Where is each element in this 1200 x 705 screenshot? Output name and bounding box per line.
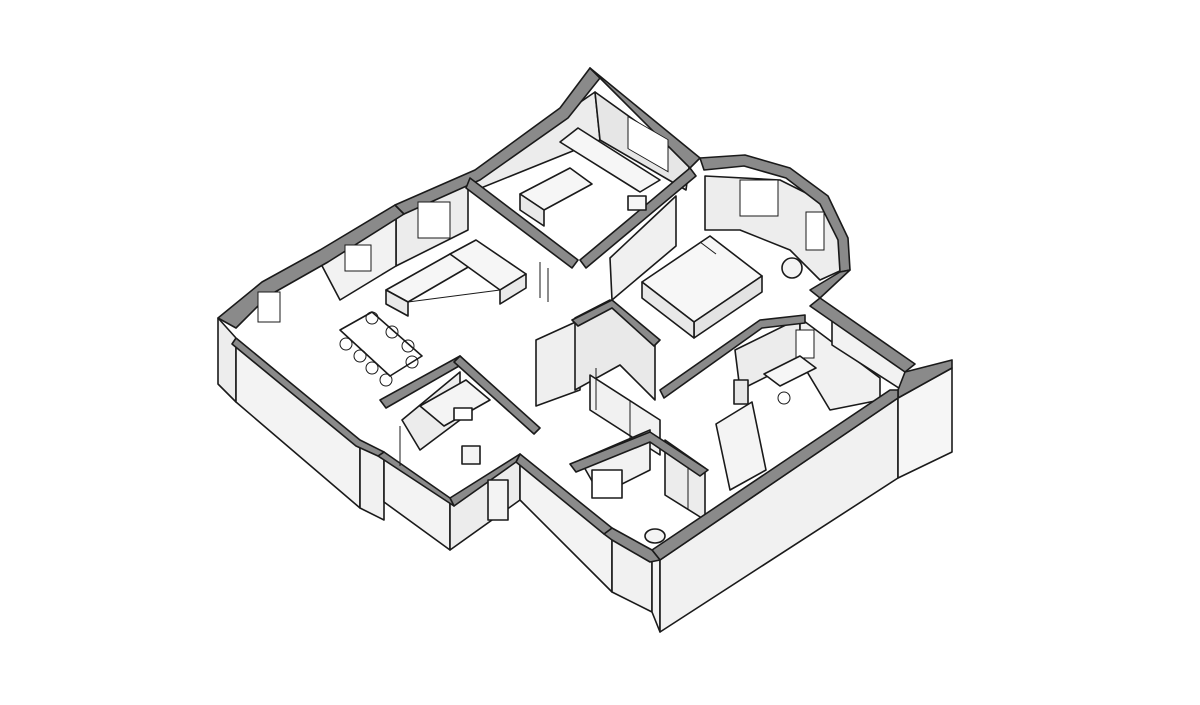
bath-cabinet (461, 445, 481, 465)
armchair (781, 257, 803, 279)
wall-top-study-bedroom (579, 167, 697, 269)
office-desk-set (715, 355, 817, 491)
bedroom-left-wall (609, 195, 677, 301)
wall-top-kitchen-right (453, 355, 541, 435)
toilet (644, 528, 666, 544)
bathroom-fittings (461, 445, 666, 544)
window-dining (344, 244, 372, 272)
kitchen-sink (453, 407, 473, 421)
office-cabinet (715, 401, 767, 491)
wall-top-closet (571, 299, 661, 347)
shower (591, 469, 623, 499)
bedroom-curved-wall (704, 175, 843, 281)
windows (257, 115, 825, 359)
window-bedroom-side (805, 211, 825, 251)
wall-top-bedroom-right (809, 269, 851, 299)
window-office (795, 329, 815, 359)
window-study (627, 115, 669, 173)
study-desk (627, 195, 647, 211)
kitchen-fittings (419, 379, 509, 521)
doors (399, 262, 689, 510)
wall-top-study-living (465, 177, 579, 269)
monitor (733, 379, 749, 405)
wall-tops (217, 67, 953, 563)
dining-set (339, 311, 423, 387)
master-bed (641, 235, 803, 339)
kitchen-counter (419, 379, 491, 427)
left-wing-front-face (217, 317, 237, 403)
dining-table (339, 311, 423, 377)
office-chair (777, 391, 791, 405)
kitchen-door (487, 479, 509, 521)
wall-top-bedroom-office (659, 314, 806, 399)
study-sofa (519, 127, 661, 227)
dining-chairs (339, 311, 419, 387)
window-left-wing (257, 291, 281, 323)
wall-top-right-end (897, 359, 953, 399)
window-living (417, 201, 451, 239)
wall-top-hall-bath (569, 431, 709, 477)
wall-top-left-front (231, 337, 385, 457)
right-wing-side-face (651, 549, 661, 633)
living-room-sofa (385, 239, 527, 317)
window-bedroom (739, 179, 779, 217)
office-desk (763, 355, 817, 387)
hall-wall-panel (535, 319, 581, 407)
